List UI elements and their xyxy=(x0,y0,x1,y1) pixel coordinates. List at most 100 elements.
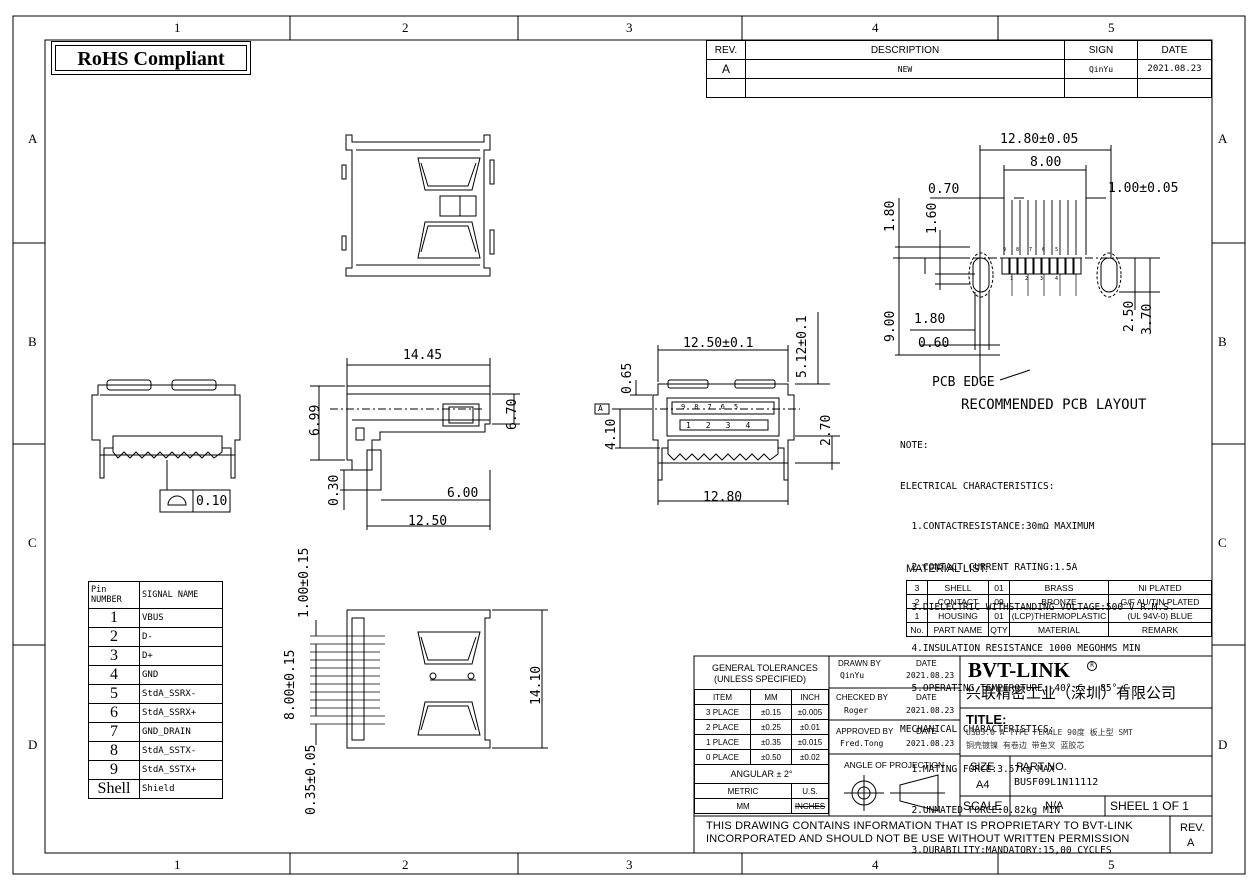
front-pin-row-bottom: 1234 xyxy=(686,422,765,430)
dim-front-270: 2.70 xyxy=(819,414,834,446)
tol-mm: ±0.35 xyxy=(750,734,792,750)
tol-row: 0 PLACE±0.50±0.02 xyxy=(694,749,829,765)
pin-header-number: Pin NUMBER xyxy=(88,581,140,609)
rev-cell-desc: NEW xyxy=(745,59,1065,79)
dim-bot-800: 8.00±0.15 xyxy=(283,649,298,720)
rev-empty xyxy=(1064,78,1138,98)
pin-signal: Shield xyxy=(139,779,223,799)
approved-date-label: DATE xyxy=(916,727,937,736)
mat-part: CONTACT xyxy=(927,594,989,609)
pcb-pad-8: 8 xyxy=(1016,247,1030,253)
notes-block: NOTE: ELECTRICAL CHARACTERISTICS: 1.CONT… xyxy=(900,412,1175,871)
drawn-by-name: QinYu xyxy=(840,671,865,680)
checked-by-name: Roger xyxy=(844,706,869,715)
pcb-pad-4: 4 xyxy=(1055,276,1071,282)
tol-mm: ±0.50 xyxy=(750,749,792,765)
rev-cell-rev: A xyxy=(706,59,746,79)
material-title: MATERIAL LIST: xyxy=(906,563,988,575)
tol-mm: ±0.15 xyxy=(750,704,792,720)
mat-no: 2 xyxy=(906,594,928,609)
tol-header-mm: MM xyxy=(750,689,792,705)
tol-inch: ±0.015 xyxy=(791,734,829,750)
title-line-2: 铜壳镀镍 有卷边 带鱼叉 蓝胶芯 xyxy=(966,741,1085,750)
mat-header-remark: REMARK xyxy=(1108,622,1212,637)
bottom-view xyxy=(310,609,548,749)
size-value: A4 xyxy=(976,779,990,791)
rev-empty xyxy=(706,78,746,98)
mat-header-part: PART NAME xyxy=(927,622,989,637)
zone-col-3-bottom: 3 xyxy=(626,857,633,872)
tol-inch: ±0.02 xyxy=(791,749,829,765)
zone-row-a: A xyxy=(28,131,38,146)
zone-row-c: C xyxy=(28,535,37,550)
tol-row: 1 PLACE±0.35±0.015 xyxy=(694,734,829,750)
inner-frame xyxy=(44,39,1213,854)
dim-side-1250: 12.50 xyxy=(408,514,448,529)
mat-header-qty: QTY xyxy=(988,622,1010,637)
drawn-date: 2021.08.23 xyxy=(906,671,955,680)
pcb-layout-title: RECOMMENDED PCB LAYOUT xyxy=(961,397,1147,413)
zone-col-2: 2 xyxy=(402,20,409,35)
rev-label: REV. xyxy=(1180,822,1205,834)
pcb-pad-numbers-top: 98765 xyxy=(1003,248,1068,253)
rohs-label: RoHS Compliant xyxy=(55,45,247,71)
rev-empty xyxy=(745,78,1065,98)
tol-row: 3 PLACE±0.15±0.005 xyxy=(694,704,829,720)
mat-remark: G/F AU/TIN PLATED xyxy=(1108,594,1212,609)
tol-inch: ±0.01 xyxy=(791,719,829,735)
title-line-1: USB3.0 A TYPE FEMALE 90度 板上型 SMT xyxy=(966,728,1133,737)
rev-cell-sign: QinYu xyxy=(1064,59,1138,79)
dim-bot-1410: 14.10 xyxy=(529,665,544,705)
side-view xyxy=(310,358,520,530)
mat-no: 1 xyxy=(906,608,928,623)
pcb-pad-numbers-bottom: 1234 xyxy=(1010,277,1070,282)
dim-pcb-180a: 1.80 xyxy=(883,200,898,232)
front-pin-4: 4 xyxy=(745,421,766,430)
zone-row-b: B xyxy=(28,334,37,349)
scale-label: SCALE xyxy=(963,799,1003,813)
pcb-pad-5: 5 xyxy=(1055,247,1069,253)
dim-pcb-160: 1.60 xyxy=(925,202,940,234)
mat-header-material: MATERIAL xyxy=(1009,622,1109,637)
zone-col-2-bottom: 2 xyxy=(402,857,409,872)
zone-row-c-right: C xyxy=(1218,535,1227,550)
dim-pcb-1280: 12.80±0.05 xyxy=(1000,132,1079,147)
pin-number: 7 xyxy=(88,722,140,742)
zone-row-a-right: A xyxy=(1218,131,1228,146)
pin-signal: StdA_SSRX- xyxy=(139,684,223,704)
dim-front-1250: 12.50±0.1 xyxy=(683,336,754,351)
drawn-date-label: DATE xyxy=(916,659,937,668)
note-line: 4.INSULATION RESISTANCE 1000 MEGOHMS MIN xyxy=(900,642,1141,654)
zone-col-1-bottom: 1 xyxy=(174,857,181,872)
dim-pcb-060: 0.60 xyxy=(918,336,950,351)
checked-date-label: DATE xyxy=(916,693,937,702)
pin-signal: VBUS xyxy=(139,608,223,628)
front-pin-3: 3 xyxy=(725,421,746,430)
dim-pcb-070: 0.70 xyxy=(928,182,960,197)
tol-inch: ±0.005 xyxy=(791,704,829,720)
tol-item: 2 PLACE xyxy=(694,719,751,735)
material-row: 1 HOUSING 01 (LCP)THERMOPLASTIC (UL 94V-… xyxy=(906,608,1212,623)
tol-mm: ±0.25 xyxy=(750,719,792,735)
pin-number: 3 xyxy=(88,646,140,666)
dim-pcb-250: 2.50 xyxy=(1122,300,1137,332)
zone-col-3: 3 xyxy=(626,20,633,35)
tol-title-1: GENERAL TOLERANCES xyxy=(712,663,818,673)
dim-front-410: 4.10 xyxy=(604,418,619,450)
dim-bot-035: 0.35±0.05 xyxy=(304,744,319,815)
zone-col-5: 5 xyxy=(1108,20,1115,35)
approved-date: 2021.08.23 xyxy=(906,739,955,748)
pin-number: 8 xyxy=(88,741,140,761)
material-row: 2 CONTACT 09 BRONZE G/F AU/TIN PLATED xyxy=(906,594,1212,609)
tol-row: 2 PLACE±0.25±0.01 xyxy=(694,719,829,735)
tol-item: 0 PLACE xyxy=(694,749,751,765)
dim-pcb-900: 9.00 xyxy=(883,310,898,342)
front-pin-6: 6 xyxy=(720,403,734,411)
tol-us: U.S. xyxy=(791,783,829,799)
